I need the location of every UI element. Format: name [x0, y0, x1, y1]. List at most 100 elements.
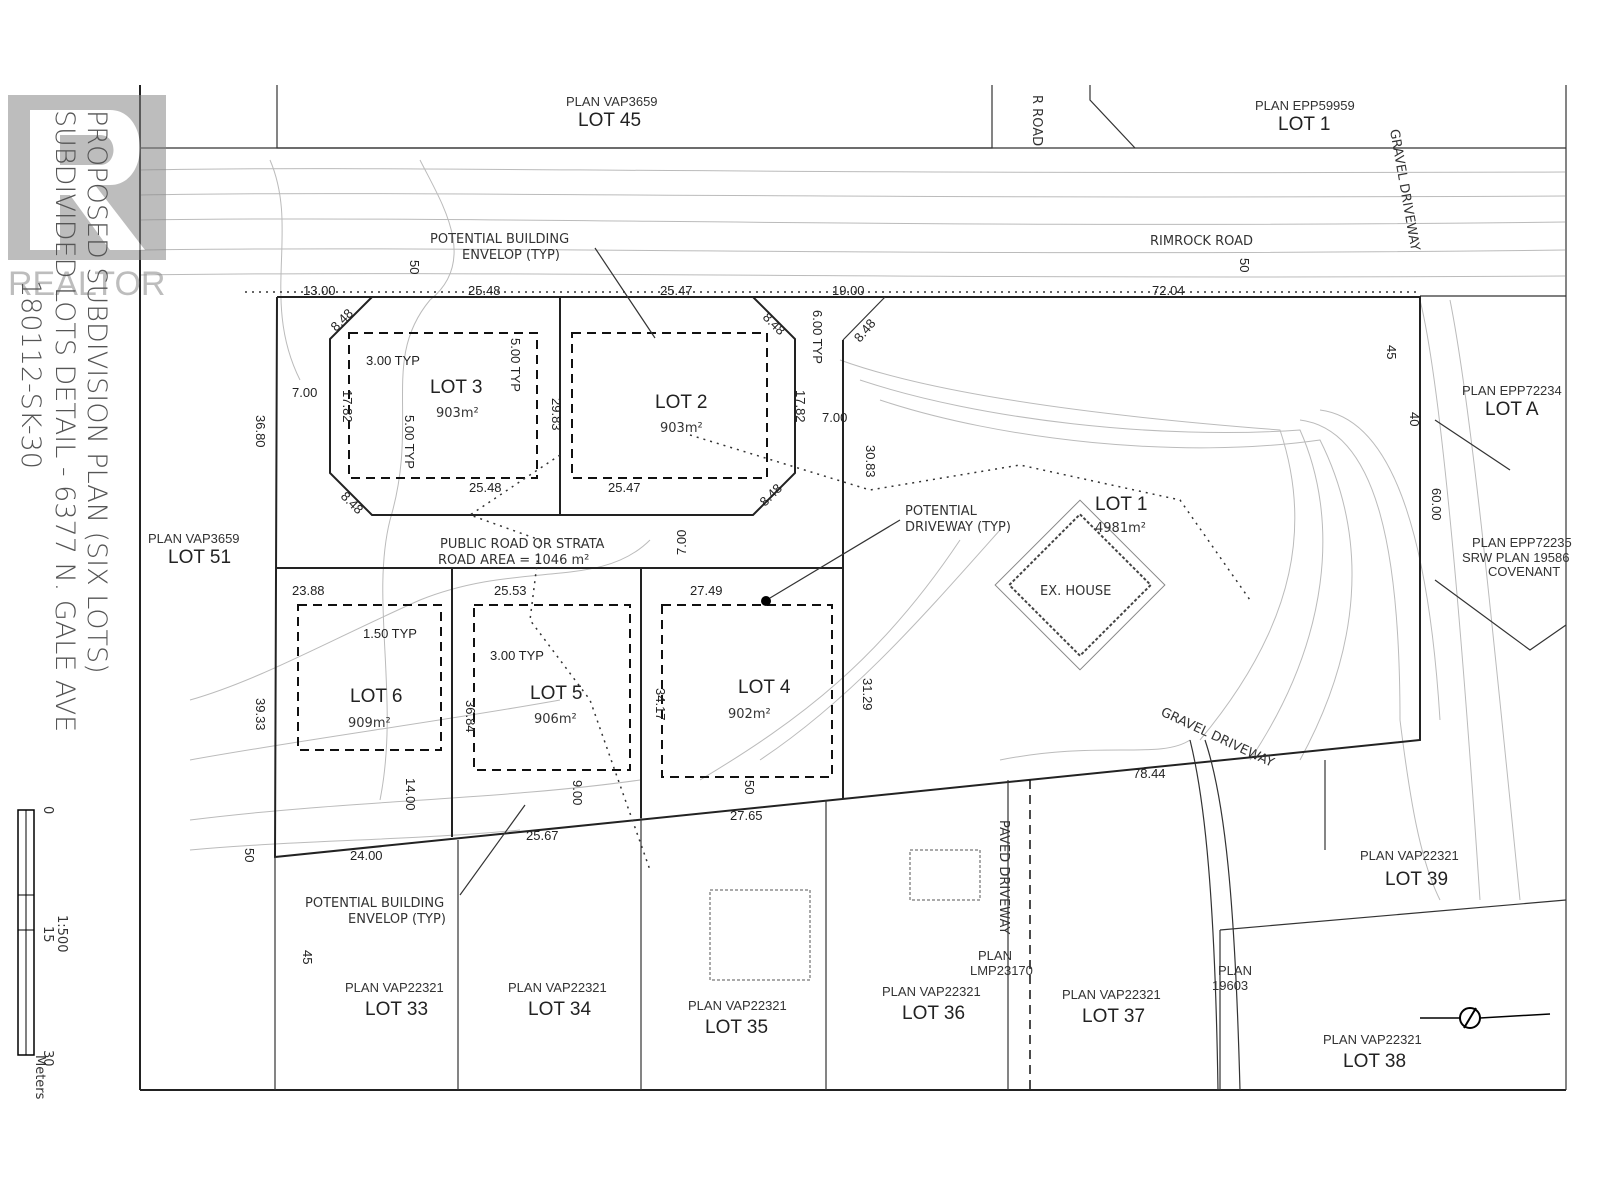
drawing-mark [842, 296, 886, 341]
driveway-marker [761, 596, 771, 606]
public-road-area: ROAD AREA = 1046 m² [438, 553, 589, 568]
drawing-mark [1434, 419, 1511, 471]
label-text: LOT 45 [578, 110, 641, 131]
label-text: 19603 [1212, 978, 1248, 993]
label-text: 5.00 TYP [508, 338, 523, 392]
label-text: ENVELOP (TYP) [348, 912, 446, 927]
ex-house-label: EX. HOUSE [1040, 584, 1111, 599]
label-text: GRAVEL DRIVEWAY [1386, 128, 1422, 252]
drawing-mark [139, 193, 1566, 198]
label-text: 24.00 [350, 848, 383, 863]
label-text: 8.48 [757, 481, 786, 510]
label-text: LOT 36 [902, 1003, 965, 1024]
lot-6-label: LOT 6 [350, 686, 402, 707]
label-text: 36.80 [253, 415, 268, 448]
label-text: 5.00 TYP [402, 415, 417, 469]
drawing-mark [30, 110, 145, 250]
label-text: PLAN VAP22321 [508, 980, 607, 995]
lot-3-label: LOT 3 [430, 377, 482, 398]
label-text: 3.00 TYP [366, 353, 420, 368]
drawing-mark [571, 332, 768, 479]
label-text: LOT 37 [1082, 1006, 1145, 1027]
label-text: Meters [32, 1055, 47, 1100]
rimrock-road-label: RIMROCK ROAD [1150, 234, 1253, 249]
drawing-mark [139, 273, 1566, 278]
north-arrow-icon [1420, 1007, 1551, 1029]
label-text: 3.00 TYP [490, 648, 544, 663]
lot-2-boundary [559, 296, 796, 516]
lot-5-label: LOT 5 [530, 683, 582, 704]
drawing-mark [909, 849, 981, 901]
drawing-mark [1189, 739, 1219, 1091]
drawing-mark [468, 454, 651, 871]
label-text: LOT 33 [365, 999, 428, 1020]
lot-4-label: LOT 4 [738, 677, 791, 698]
label-text: 17.82 [340, 390, 355, 423]
drawing-mark [1479, 1013, 1551, 1019]
label-text: 27.65 [730, 808, 763, 823]
label-text: PLAN VAP3659 [566, 94, 658, 109]
drawing-mark [1463, 1007, 1477, 1029]
label-text: PLAN VAP22321 [1062, 987, 1161, 1002]
label-text: PLAN VAP22321 [1360, 848, 1459, 863]
contour-lines [139, 159, 1566, 901]
label-text: 39.33 [253, 698, 268, 731]
title-line-1: PROPOSED SUBDIVISION PLAN (SIX LOTS) [81, 110, 112, 674]
scale-bar: 0 15 30 1:500 Meters [17, 806, 69, 1100]
label-text: 7.00 [674, 530, 689, 555]
drawing-mark [1419, 299, 1481, 901]
neighbor-lot-lines [274, 419, 1567, 1090]
label-text: 0 [40, 806, 55, 814]
label-text: 40 [1407, 412, 1422, 426]
dimensions: 13.00 25.48 25.47 19.00 72.04 8.48 8.48 … [242, 258, 1444, 964]
label-text: 8.48 [851, 316, 879, 345]
frame [139, 85, 1567, 1091]
drawing-mark [269, 159, 301, 381]
realtor-watermark: REALTOR [8, 95, 166, 303]
label-text: LMP23170 [970, 963, 1033, 978]
annotations: POTENTIAL BUILDING ENVELOP (TYP) POTENTI… [305, 232, 1011, 927]
drawing-mark [759, 529, 1001, 761]
label-text: 19.00 [832, 283, 865, 298]
label-text: 8.48 [760, 310, 789, 339]
drawing-mark [459, 804, 526, 896]
label-text: POTENTIAL BUILDING [305, 896, 444, 911]
drawing-mark [1319, 409, 1441, 721]
label-text: 30 [40, 1050, 55, 1067]
lot-3-area: 903m² [436, 406, 479, 421]
label-text: 13.00 [303, 283, 336, 298]
label-text: 15 [40, 926, 55, 943]
driveway-paths [468, 434, 1251, 871]
label-text: 31.29 [860, 678, 875, 711]
drawing-mark [1449, 299, 1521, 901]
drawing-mark [879, 399, 1353, 761]
label-text: ENVELOP (TYP) [462, 248, 560, 263]
label-text: 1:500 [54, 915, 69, 952]
label-text: 30.83 [863, 445, 878, 478]
label-text: PLAN VAP22321 [345, 980, 444, 995]
label-text: 8.48 [328, 306, 357, 335]
title-line-3: 180112-SK-30 [15, 280, 46, 469]
label-text: 23.88 [292, 583, 325, 598]
label-text: 60.00 [1429, 488, 1444, 521]
existing-house [994, 499, 1166, 671]
drawing-mark [1007, 512, 1153, 658]
lot-4-area: 902m² [728, 707, 771, 722]
drawing-mark [189, 699, 561, 761]
label-text: PLAN VAP22321 [1323, 1032, 1422, 1047]
label-text: 45 [1384, 345, 1399, 359]
label-text: PAVED DRIVEWAY [996, 820, 1011, 934]
drawing-mark [661, 604, 833, 778]
label-text: 29.83 [549, 398, 564, 431]
label-text: 45 [300, 950, 315, 964]
label-text: PLAN EPP72235 [1472, 535, 1572, 550]
drawing-mark [999, 739, 1191, 761]
drawing-mark [1299, 419, 1441, 901]
label-text: LOT 35 [705, 1017, 768, 1038]
label-text: REALTOR [8, 265, 165, 303]
label-text: 25.47 [608, 480, 641, 495]
drawing-mark [859, 379, 1324, 761]
lot-1-label: LOT 1 [1095, 494, 1147, 515]
